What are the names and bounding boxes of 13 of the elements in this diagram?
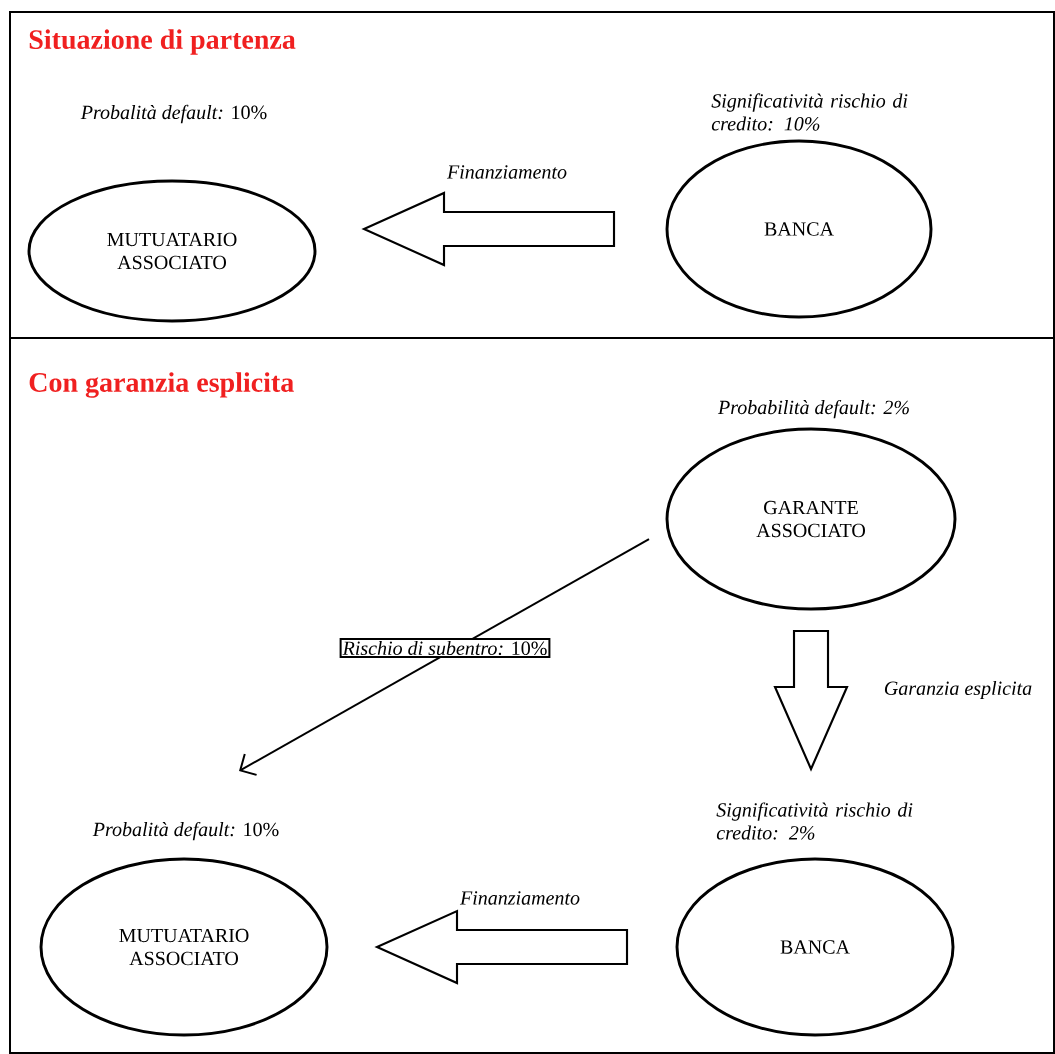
edge-label: Finanziamento bbox=[444, 162, 570, 182]
block-arrow bbox=[374, 909, 629, 985]
node-caption: Probalità default: 10% bbox=[80, 104, 267, 124]
node-caption: Significatività rischio di credito: 10% bbox=[711, 93, 908, 131]
edge-label: Finanziamento bbox=[457, 888, 583, 908]
edge-label: Rischio di subentro: 10% bbox=[339, 637, 551, 659]
node-caption: Probalità default: 10% bbox=[92, 821, 279, 841]
node-caption: Significatività rischio di credito: 2% bbox=[716, 802, 913, 840]
edge-label: Garanzia esplicita bbox=[881, 678, 1035, 702]
block-arrow bbox=[773, 629, 849, 772]
arrow bbox=[239, 538, 650, 776]
node-caption: Probabilità default: 2% bbox=[717, 399, 909, 419]
block-arrow bbox=[361, 191, 616, 267]
